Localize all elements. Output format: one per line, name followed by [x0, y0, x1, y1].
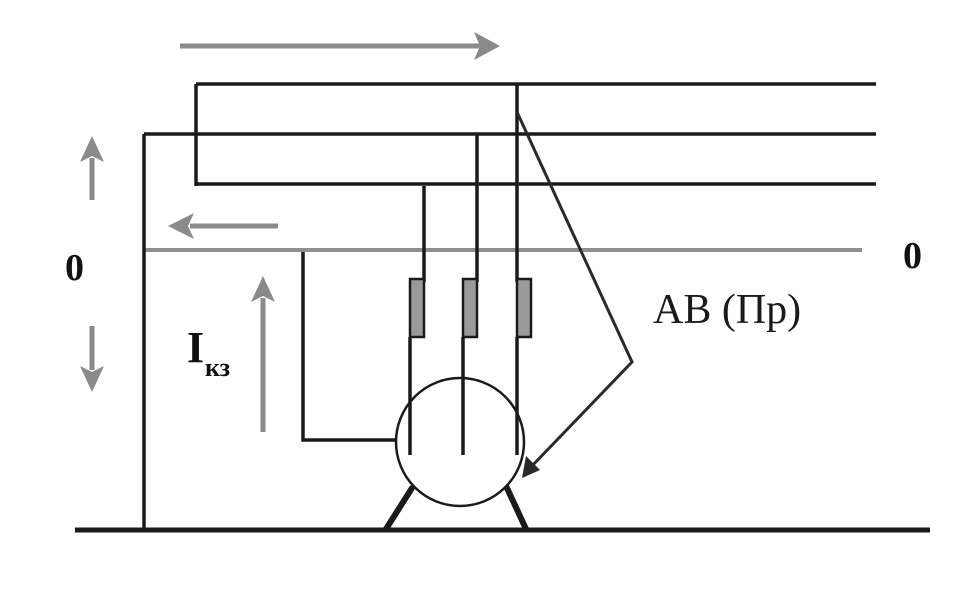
breaker-label: АВ (Пр) [653, 287, 801, 333]
pe-connection [301, 252, 397, 442]
neutral-return-arrow [168, 213, 278, 239]
motor-feet [383, 485, 529, 532]
motor-leads [408, 337, 519, 455]
left-down-arrow [80, 326, 104, 392]
short-circuit-current-arrow [251, 276, 275, 432]
breaker-trip-arrow [515, 111, 634, 478]
neutral-label-right: 0 [903, 235, 922, 277]
fuse-2 [461, 277, 479, 339]
phase-drops [422, 84, 519, 282]
neutral-label-left: 0 [65, 247, 84, 289]
left-up-arrow [80, 136, 104, 200]
fuses [408, 277, 533, 339]
phase-busbars [144, 82, 876, 186]
fuse-1 [408, 277, 426, 339]
short-circuit-current-subscript: кз [205, 353, 230, 382]
top-flow-arrow [180, 32, 500, 60]
fuse-3 [515, 277, 533, 339]
motor-housing [394, 376, 526, 508]
short-circuit-current-label: I [187, 323, 204, 372]
